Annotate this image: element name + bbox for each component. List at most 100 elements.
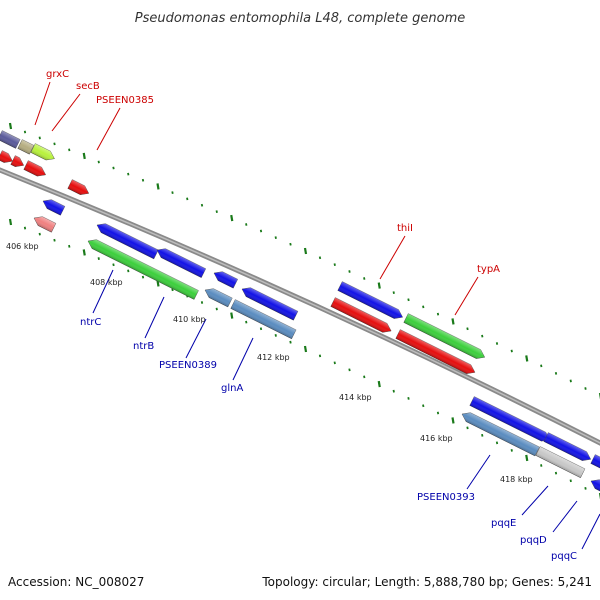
- accession-text: Accession: NC_008027: [8, 575, 144, 589]
- genome-backbone: [0, 167, 600, 446]
- gene-feature-steel[interactable]: [203, 286, 233, 308]
- gene-feature-pink[interactable]: [32, 214, 57, 233]
- inner-tick: [38, 232, 41, 236]
- gene-feature-blue[interactable]: [543, 432, 593, 464]
- outer-tick: [200, 203, 204, 207]
- gene-feature-red[interactable]: [67, 179, 91, 198]
- inner-tick: [510, 448, 513, 452]
- outer-tick: [407, 298, 410, 302]
- inner-tick: [584, 486, 587, 490]
- inner-tick: [8, 218, 13, 226]
- gene-label-grxC[interactable]: grxC: [46, 69, 69, 80]
- gene-feature-red[interactable]: [330, 297, 394, 336]
- label-connector-line: [232, 337, 254, 381]
- inner-tick: [348, 368, 351, 372]
- gene-label-ntrC[interactable]: ntrC: [80, 317, 101, 328]
- inner-tick: [127, 269, 130, 273]
- gene-label-pqqD[interactable]: pqqD: [520, 535, 547, 546]
- inner-tick: [289, 340, 292, 344]
- gene-label-PSEEN0393[interactable]: PSEEN0393: [417, 492, 475, 503]
- inner-tick: [422, 404, 425, 408]
- label-connector-line: [185, 318, 207, 359]
- gene-label-pqqE[interactable]: pqqE: [491, 518, 516, 529]
- gene-feature-red[interactable]: [0, 150, 15, 166]
- inner-tick: [525, 454, 529, 462]
- gene-feature-blue[interactable]: [41, 197, 66, 216]
- inner-tick: [141, 275, 145, 279]
- gene-feature-red[interactable]: [395, 329, 477, 377]
- gene-feature-blue[interactable]: [590, 454, 600, 470]
- gene-feature-blue[interactable]: [95, 221, 159, 260]
- gene-feature-blue[interactable]: [212, 269, 238, 289]
- inner-tick: [274, 334, 277, 337]
- gene-feature-steel[interactable]: [460, 410, 540, 457]
- label-connector-line: [144, 296, 165, 339]
- map-title: Pseudomonas entomophila L48, complete ge…: [135, 11, 466, 26]
- genome-backbone-highlight: [0, 169, 600, 444]
- gene-feature-tan[interactable]: [17, 139, 35, 155]
- inner-tick: [569, 479, 572, 483]
- inner-tick: [451, 417, 455, 424]
- outer-tick: [82, 152, 86, 160]
- label-connector-line: [34, 81, 51, 126]
- gene-feature-blue[interactable]: [240, 285, 299, 321]
- gene-label-PSEEN0389[interactable]: PSEEN0389: [159, 360, 217, 371]
- inner-tick: [259, 327, 263, 331]
- inner-tick: [333, 361, 336, 365]
- label-connector-line: [51, 93, 81, 132]
- outer-tick: [215, 210, 218, 213]
- outer-tick: [141, 178, 145, 182]
- inner-tick: [466, 426, 469, 430]
- outer-tick: [289, 242, 292, 246]
- label-connectors: [34, 81, 600, 550]
- gene-features: [0, 130, 600, 492]
- outer-tick: [481, 334, 484, 338]
- gene-feature-green[interactable]: [403, 313, 487, 362]
- inner-tick: [230, 312, 234, 319]
- inner-tick: [245, 320, 248, 324]
- gene-label-thiI[interactable]: thiI: [397, 223, 413, 234]
- axis-label-406: 406 kbp: [6, 242, 39, 251]
- outer-tick: [156, 183, 160, 190]
- inner-tick: [82, 249, 86, 256]
- gene-feature-red[interactable]: [10, 155, 26, 170]
- gene-label-secB[interactable]: secB: [76, 81, 100, 92]
- outer-tick: [303, 247, 308, 255]
- gene-feature-blue[interactable]: [155, 246, 207, 278]
- gene-feature-steel[interactable]: [230, 299, 297, 340]
- outer-tick: [8, 122, 13, 130]
- gene-label-pqqC[interactable]: pqqC: [551, 551, 577, 562]
- inner-tick: [540, 464, 543, 467]
- gene-label-glnA[interactable]: glnA: [221, 383, 243, 394]
- outer-tick: [392, 291, 395, 294]
- gene-label-typA[interactable]: typA: [477, 264, 500, 275]
- inner-tick: [171, 288, 174, 292]
- axis-label-414: 414 kbp: [339, 393, 372, 402]
- label-connector-line: [379, 235, 406, 280]
- outer-tick: [377, 282, 381, 289]
- label-connector-line: [581, 513, 600, 550]
- outer-tick: [186, 197, 189, 201]
- gene-feature-green[interactable]: [86, 237, 199, 300]
- outer-tick: [510, 349, 513, 353]
- outer-tick: [53, 142, 56, 146]
- gene-label-ntrB[interactable]: ntrB: [133, 341, 154, 352]
- gene-feature-blue[interactable]: [589, 477, 600, 492]
- outer-tick: [540, 364, 543, 368]
- outer-tick: [436, 312, 440, 316]
- gene-feature-red[interactable]: [23, 160, 48, 180]
- outer-tick: [23, 130, 27, 134]
- outer-tick: [569, 379, 572, 383]
- outer-tick: [68, 148, 71, 152]
- gene-feature-grey[interactable]: [535, 446, 586, 479]
- label-connector-line: [466, 454, 491, 490]
- gene-feature-lime[interactable]: [30, 143, 57, 164]
- gene-label-PSEEN0385[interactable]: PSEEN0385: [96, 95, 154, 106]
- outer-tick: [554, 372, 558, 375]
- axis-label-412: 412 kbp: [257, 353, 290, 362]
- gene-feature-purple[interactable]: [0, 130, 21, 149]
- inner-tick: [495, 441, 499, 445]
- gene-feature-blue[interactable]: [337, 281, 405, 322]
- inner-tick: [554, 471, 558, 475]
